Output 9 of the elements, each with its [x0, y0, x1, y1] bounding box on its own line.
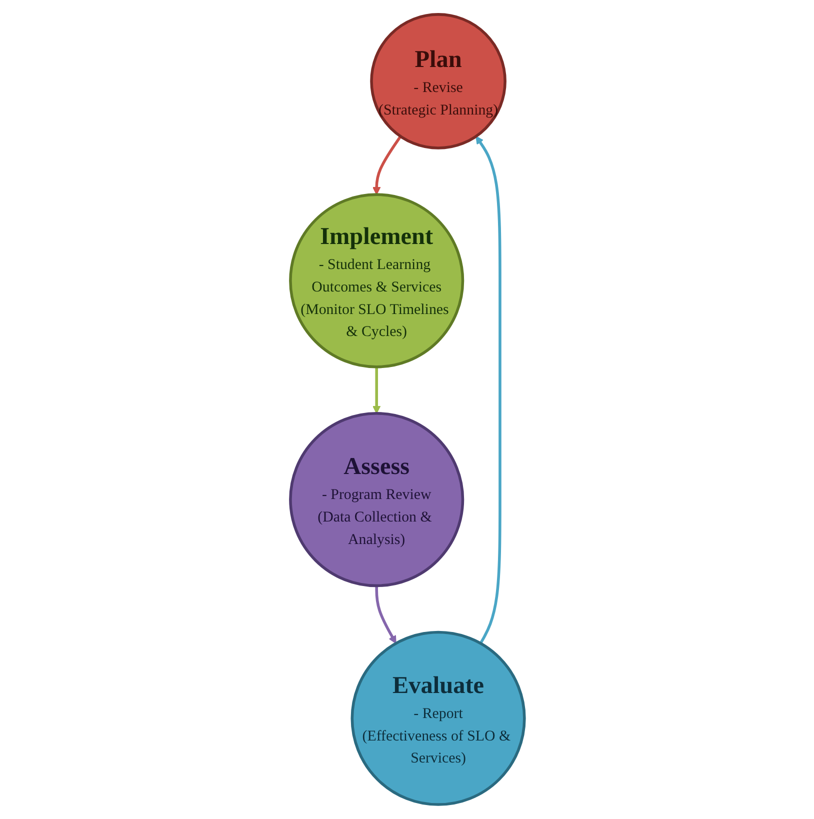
arrow: [372, 366, 380, 414]
node-circle: [350, 630, 526, 806]
cycle-diagram: Plan - Revise (Strategic Planning) Implement - Student Learning Outcomes & Services (Monitor SLO Timelines & Cycles) Assess - Program Review (Data Collection & Analysis) Evaluate - Report (Effectiveness of SLO & Services): [282, 7, 532, 812]
arrow: [374, 586, 396, 644]
node-circle: [288, 412, 464, 588]
node-circle: [370, 13, 506, 150]
arrow: [372, 136, 402, 195]
arrow: [475, 136, 501, 644]
node-circle: [288, 193, 464, 368]
